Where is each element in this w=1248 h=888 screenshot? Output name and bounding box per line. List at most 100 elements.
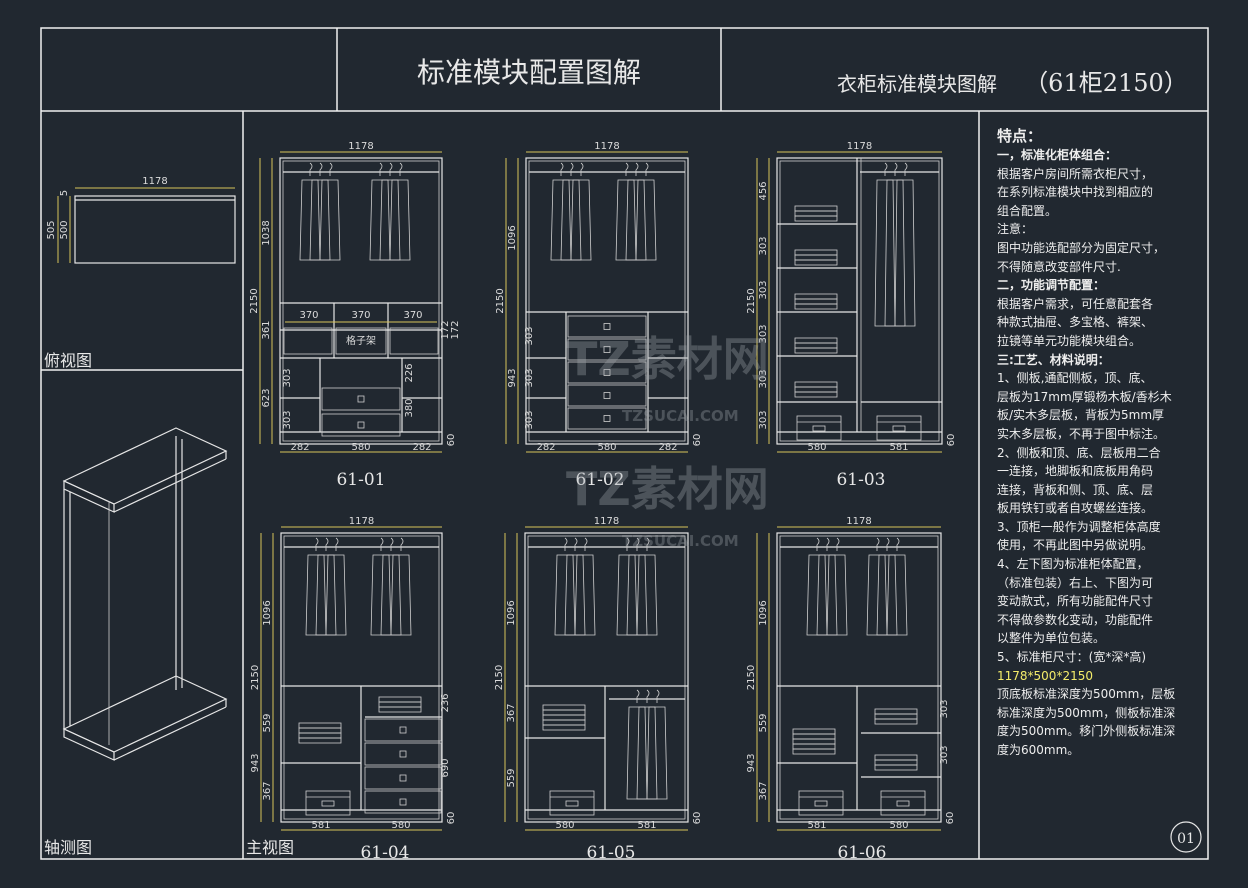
dimension-label: 60 — [446, 434, 457, 447]
dimension-label: 303 — [524, 368, 535, 387]
note-line: 注意： — [997, 222, 1034, 237]
dimension-label: 60 — [692, 812, 703, 825]
note-line: 组合配置。 — [997, 203, 1058, 218]
dimension-label: 559 — [262, 713, 273, 732]
dimension-label: 282 — [658, 442, 677, 453]
drawer — [364, 742, 442, 766]
dimension-label: 1096 — [506, 600, 517, 625]
dimension-label: 361 — [261, 320, 272, 339]
outer-frame — [40, 27, 1209, 860]
note-line: 板/实木多层板，背板为5mm厚 — [997, 408, 1165, 423]
folded-clothes — [794, 337, 838, 354]
note-line: 根据客户房间所需衣柜尺寸， — [997, 166, 1154, 181]
notes-lines: 一，标准化柜体组合： 根据客户房间所需衣柜尺寸， 在系列标准模块中找到相应的组合配置… — [997, 146, 1203, 760]
dimension-label: 303 — [282, 410, 293, 429]
drawer — [567, 338, 647, 361]
hanging-garment — [826, 537, 848, 636]
sheet-number: 01 — [1177, 831, 1195, 847]
note-line: 度为600mm。 — [997, 743, 1080, 757]
notes-panel: 特点： 一，标准化柜体组合：根据客户房间所需衣柜尺寸，在系列标准模块中找到相应的… — [997, 126, 1203, 760]
axonometric-label: 轴测图 — [44, 838, 92, 857]
hanging-garment — [894, 162, 916, 327]
top-view: 1178 505 500 5 — [46, 176, 236, 264]
dimension-label: 2150 — [249, 288, 260, 313]
note-line: 不得做参数化变动，功能配件 — [997, 612, 1154, 627]
grid-shelf-label: 格子架 — [346, 334, 376, 347]
dimension-label: 367 — [506, 703, 517, 722]
drawer — [364, 718, 442, 742]
drawer — [567, 361, 647, 384]
dimension-label: 2150 — [746, 288, 757, 313]
dimension-label: 370 — [403, 310, 422, 321]
folded-clothes — [794, 293, 838, 310]
dimension-label: 580 — [889, 820, 908, 831]
note-line: 5、标准柜尺寸：(宽*深*高) — [997, 650, 1146, 665]
sheet-number-circle — [1170, 821, 1202, 853]
storage-box — [876, 415, 922, 441]
note-line: 实木多层板，不再于图中标注。 — [997, 426, 1166, 441]
dimension-label: 943 — [250, 753, 261, 772]
dimension-label: 303 — [758, 410, 769, 429]
front-view-label: 主视图 — [246, 838, 294, 857]
note-line: 一连接，地脚板和底板用角码 — [997, 464, 1154, 479]
dimension-label: 580 — [351, 442, 370, 453]
drawer — [567, 315, 647, 338]
note-line: 在系列标准模块中找到相应的 — [997, 185, 1154, 200]
folded-clothes — [542, 704, 586, 731]
drawer — [567, 384, 647, 407]
dimension-label: 1178 — [594, 141, 619, 152]
storage-box — [798, 790, 844, 816]
folded-clothes — [794, 381, 838, 398]
dimension-label: 2150 — [494, 665, 505, 690]
note-line: 1、侧板,通配侧板，顶、底、 — [997, 371, 1153, 386]
note-line: 一，标准化柜体组合： — [997, 148, 1118, 162]
storage-box — [305, 790, 351, 816]
dimension-label: 303 — [282, 368, 293, 387]
storage-box — [549, 790, 595, 816]
note-line: 以整件为单位包装。 — [997, 631, 1106, 646]
dimension-label: 60 — [692, 434, 703, 447]
module-code-61-04: 61-04 — [360, 843, 409, 863]
dimension-label: 303 — [524, 326, 535, 345]
sub-title: 衣柜标准模块图解 — [837, 72, 997, 96]
module-code-61-06: 61-06 — [837, 843, 886, 863]
dimension-label: 2150 — [495, 288, 506, 313]
dimension-label: 172 — [440, 320, 451, 339]
watermark-text-4: TZSUCAI.COM — [622, 532, 739, 550]
dimension-label: 60 — [946, 434, 957, 447]
dimension-label: 580 — [555, 820, 574, 831]
note-line: 种款式抽屉、多宝格、裤架、 — [997, 315, 1154, 330]
top-view-label: 俯视图 — [44, 351, 92, 370]
dimension-label: 370 — [351, 310, 370, 321]
dimension-label: 580 — [391, 820, 410, 831]
drawer — [364, 790, 442, 814]
dimension-label: 60 — [945, 812, 956, 825]
dimension-label: 581 — [311, 820, 330, 831]
module-code-61-03: 61-03 — [836, 470, 885, 490]
dimension-label: 282 — [536, 442, 555, 453]
dimension-label: 1038 — [261, 220, 272, 245]
dimension-label: 1096 — [507, 225, 518, 250]
folded-clothes — [378, 696, 422, 713]
hanging-garment — [389, 162, 411, 261]
storage-box — [880, 790, 926, 816]
dimension-label: 581 — [807, 820, 826, 831]
hanging-garment — [325, 537, 347, 636]
axonometric-view — [62, 427, 228, 761]
dimension-label: 1096 — [262, 600, 273, 625]
drawer — [321, 413, 401, 437]
hanging-garment — [635, 162, 657, 261]
note-line: 顶底板标准深度为500mm，层板 — [997, 687, 1176, 702]
note-line: 拉镜等单元功能模块组合。 — [997, 333, 1142, 348]
dimension-label: 580 — [597, 442, 616, 453]
storage-box — [796, 415, 842, 441]
dimension-label: 303 — [939, 699, 950, 718]
hanging-garment — [886, 537, 908, 636]
main-title: 标准模块配置图解 — [417, 56, 641, 89]
note-line: 2、侧板和顶、底、层板用二合 — [997, 445, 1161, 460]
